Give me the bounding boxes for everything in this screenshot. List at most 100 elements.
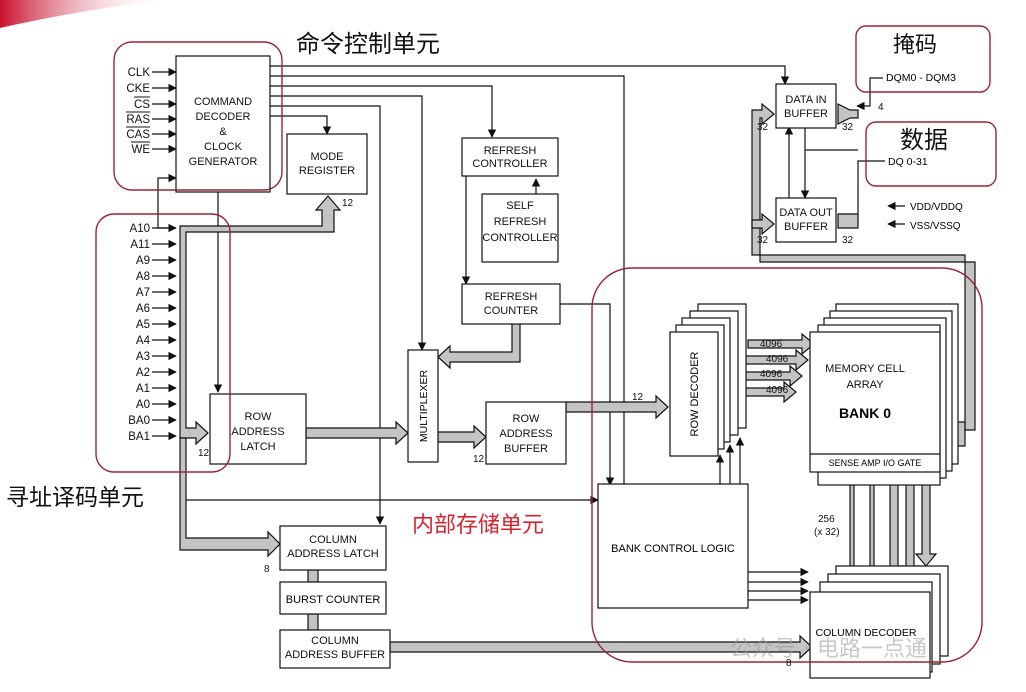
annotation-mask: 掩码	[893, 33, 937, 58]
dq-label: DQ 0-31	[888, 156, 928, 168]
address-pin-label: A3	[136, 351, 150, 363]
bank-label: BANK 0	[839, 405, 891, 421]
annotation-internal-storage: 内部存储单元	[412, 513, 544, 538]
bank-control-logic-label: BANK CONTROL LOGIC	[611, 543, 735, 555]
address-pin-label: A5	[136, 319, 150, 331]
bus-label-row-line: 4096	[766, 354, 789, 365]
row-address-latch-block	[209, 393, 307, 465]
self-refresh-controller-label-line: REFRESH	[494, 216, 547, 228]
sense-amp-label: SENSE AMP I/O GATE	[829, 458, 922, 468]
data-in-buffer-label-line: BUFFER	[784, 108, 828, 120]
command-decoder-label-line: DECODER	[195, 111, 250, 123]
memory-cell-array-label-line: MEMORY CELL	[825, 363, 905, 375]
bus-label-io-width: (x 32)	[814, 527, 840, 538]
bus-label-io-width: 256	[818, 514, 835, 525]
annotation-address-unit: 寻址译码单元	[6, 485, 144, 511]
command-decoder-block	[175, 55, 271, 193]
refresh-counter-label-line: COUNTER	[484, 305, 538, 317]
mask-outline	[855, 25, 991, 93]
header-swoosh	[0, 0, 170, 28]
refresh-counter-block	[461, 283, 561, 325]
bus-label-data-out-left: 32	[757, 235, 769, 246]
refresh-controller-label-line: CONTROLLER	[472, 158, 547, 170]
address-pin-label: BA0	[128, 415, 150, 427]
bus-label-col-buffer: 8	[786, 658, 792, 669]
memory-cell-array-label-line: ARRAY	[846, 379, 884, 391]
address-pin-label: A6	[136, 303, 150, 315]
command-pin-label: WE	[131, 144, 150, 156]
command-unit-outline	[113, 41, 283, 191]
data-out-buffer-block	[775, 197, 837, 243]
mode-register-block	[286, 133, 368, 195]
refresh-counter-label-line: REFRESH	[485, 291, 538, 303]
bus-label-data-in-left: 32	[757, 122, 769, 133]
address-pin-label: A1	[136, 383, 150, 395]
block-labels: COMMAND DECODER & CLOCK GENERATOR MODE REGISTE…	[189, 94, 905, 661]
blocks	[175, 55, 959, 679]
bus-label-row-buffer: 12	[473, 454, 485, 465]
bus-label-data-in-right: 32	[842, 122, 854, 133]
command-decoder-label-line: CLOCK	[204, 141, 243, 153]
row-address-buffer-block	[485, 401, 567, 465]
address-pin-label: A0	[136, 399, 150, 411]
bus-label-row-decoder: 12	[632, 392, 644, 403]
bus-label-col-latch: 8	[264, 564, 270, 575]
row-address-latch-label-line: ADDRESS	[231, 426, 284, 438]
column-address-latch-label-line: ADDRESS LATCH	[287, 548, 379, 560]
burst-counter-label: BURST COUNTER	[286, 594, 381, 606]
data-in-buffer-block	[775, 83, 837, 129]
self-refresh-controller-label-line: CONTROLLER	[482, 232, 557, 244]
command-pin-label: RAS	[126, 114, 150, 126]
data-out-buffer-label-line: BUFFER	[784, 221, 828, 233]
dqm-label: DQM0 - DQM3	[886, 72, 956, 84]
bank-control-logic-block	[597, 483, 749, 609]
column-address-buffer-block	[279, 629, 391, 669]
column-decoder-label: COLUMN DECODER	[816, 627, 917, 639]
row-address-buffer-label-line: ROW	[513, 413, 541, 425]
column-decoder-block	[809, 591, 931, 679]
command-pin-label: CS	[134, 99, 150, 111]
memory-cell-array-block	[809, 331, 941, 473]
data-outline	[865, 121, 997, 187]
address-pin-label: A10	[130, 223, 150, 235]
mode-register-label-line: REGISTER	[299, 165, 355, 177]
address-pin-label: A9	[136, 255, 150, 267]
vss-label: VSS/VSSQ	[910, 221, 961, 232]
address-pin-label: A7	[136, 287, 150, 299]
address-pin-label: A2	[136, 367, 150, 379]
row-decoder-block	[669, 331, 719, 457]
overbars	[126, 96, 150, 143]
address-unit-outline	[95, 213, 231, 473]
bus-label-mode: 12	[342, 198, 354, 209]
command-decoder-label-line: &	[219, 126, 227, 138]
bus-label-row-line: 4096	[760, 339, 783, 350]
command-pin-label: CKE	[126, 83, 150, 95]
column-address-latch-label-line: COLUMN	[309, 534, 357, 546]
column-address-buffer-label-line: COLUMN	[311, 635, 359, 647]
mode-register-label-line: MODE	[311, 151, 344, 163]
multiplexer-label: MULTIPLEXER	[418, 370, 430, 443]
burst-counter-block	[279, 581, 387, 615]
bus-label-row-line: 4096	[766, 385, 789, 396]
annotation-data: 数据	[900, 126, 948, 154]
address-pin-label: A4	[136, 335, 151, 347]
self-refresh-controller-label-line: SELF	[506, 200, 534, 212]
command-decoder-label-line: COMMAND	[194, 96, 252, 108]
signal-labels: CLKCKECSRASCASWEA10A11A9A8A7A6A5A4A3A2A1…	[126, 67, 150, 443]
self-refresh-controller-block	[481, 193, 559, 263]
refresh-controller-block	[461, 137, 559, 177]
column-address-buffer-label-line: ADDRESS BUFFER	[285, 649, 385, 661]
vdd-label: VDD/VDDQ	[910, 202, 963, 213]
data-in-buffer-label-line: DATA IN	[785, 94, 826, 106]
row-decoder-label: ROW DECODER	[689, 351, 701, 436]
data-out-buffer-label-line: DATA OUT	[779, 207, 833, 219]
bus-label-row-latch: 12	[198, 448, 210, 459]
column-address-latch-block	[279, 525, 387, 571]
command-decoder-label-line: GENERATOR	[189, 156, 258, 168]
multiplexer-block	[407, 349, 439, 463]
annotation-outlines	[95, 25, 997, 663]
refresh-controller-label-line: REFRESH	[484, 145, 537, 157]
